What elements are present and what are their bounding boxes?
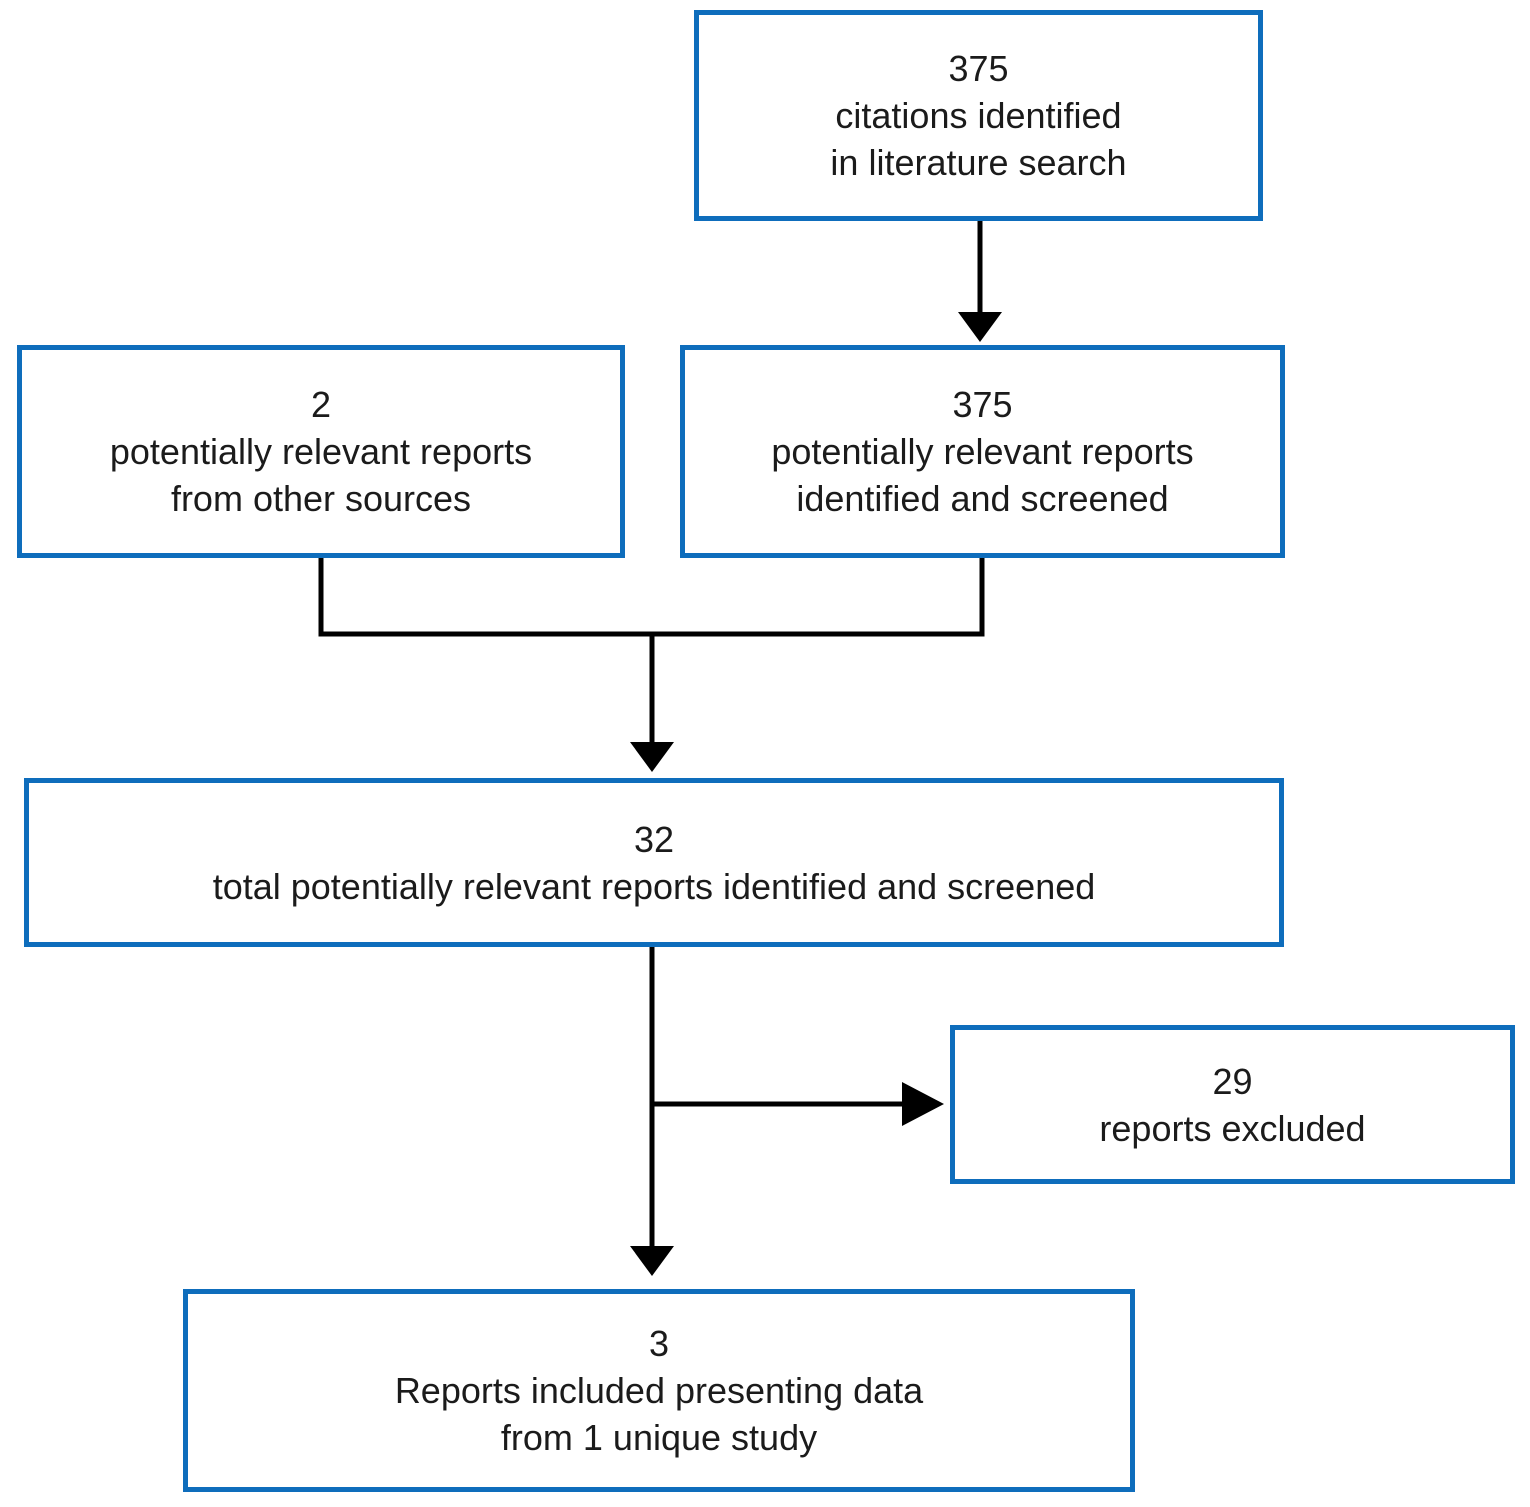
excluded-label-line1: reports excluded [1099, 1107, 1366, 1149]
flow-box-reports-excluded: 29 reports excluded [950, 1025, 1515, 1184]
screened-label-line2: identified and screened [796, 478, 1169, 519]
flow-box-other-sources: 2 potentially relevant reports from othe… [17, 345, 625, 558]
total-count: 32 [633, 818, 675, 860]
included-label-line2: from 1 unique study [500, 1417, 818, 1458]
citations-count: 375 [948, 48, 1009, 89]
included-label-line1: Reports included presenting data [394, 1370, 924, 1411]
flow-box-reports-included: 3 Reports included presenting data from … [183, 1289, 1135, 1492]
flow-box-citations-identified: 375 citations identified in literature s… [694, 10, 1263, 221]
total-label-line1: total potentially relevant reports ident… [212, 865, 1096, 907]
excluded-count: 29 [1212, 1060, 1253, 1102]
flow-box-total-screened: 32 total potentially relevant reports id… [24, 778, 1284, 947]
flow-box-reports-screened: 375 potentially relevant reports identif… [680, 345, 1285, 558]
citations-label-line2: in literature search [830, 142, 1127, 183]
other-sources-count: 2 [310, 384, 332, 425]
arrow-branch-to-excluded [652, 1082, 944, 1126]
citations-label-line1: citations identified [835, 95, 1122, 136]
screened-count: 375 [952, 384, 1013, 425]
included-count: 3 [648, 1323, 670, 1364]
connector-merge-to-total [318, 558, 985, 772]
other-sources-label-line2: from other sources [170, 478, 472, 519]
arrow-citations-to-screened [958, 221, 1002, 342]
screened-label-line1: potentially relevant reports [771, 431, 1194, 472]
arrow-total-to-included [630, 947, 674, 1276]
other-sources-label-line1: potentially relevant reports [109, 431, 533, 472]
